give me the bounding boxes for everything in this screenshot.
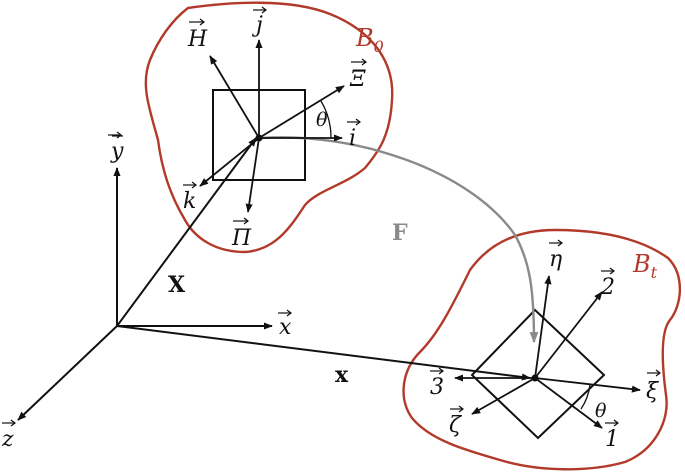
cur-basis-1	[534, 377, 603, 429]
reference-body-name: B0	[355, 24, 384, 56]
mapping-label-F: F	[392, 220, 408, 246]
ref-frame-Pi	[245, 137, 260, 213]
cur-frame-xi	[534, 377, 641, 393]
ref-label-Pi: Π	[231, 226, 252, 251]
reference-body-outline	[144, 1, 394, 254]
ref-angle-arc	[320, 100, 332, 139]
axis-label-z: z	[1, 427, 14, 452]
cur-basis-2	[534, 291, 603, 379]
current-body-name: Bt	[632, 250, 658, 282]
position-vector-X	[116, 137, 257, 327]
position-vector-x	[116, 325, 531, 381]
current-body-subscript: t	[651, 263, 658, 282]
ref-frame-Xi	[258, 85, 345, 139]
cur-label-theta: θ	[595, 400, 607, 422]
cur-label-eta: η	[549, 247, 562, 272]
ref-label-i: i	[349, 126, 356, 151]
current-material-element	[470, 308, 606, 440]
position-label-x: x	[335, 362, 349, 388]
reference-body-subscript: 0	[374, 37, 384, 56]
cur-material-point	[531, 374, 539, 382]
ref-label-H: H	[187, 27, 208, 52]
ref-label-j: j	[251, 13, 263, 38]
cur-frame-eta	[534, 275, 552, 379]
overarrow-marks	[2, 6, 661, 427]
global-z-axis	[17, 325, 118, 421]
current-body-letter: B	[632, 250, 651, 278]
ref-basis-k	[199, 137, 260, 187]
ref-frame-H	[209, 55, 260, 139]
ref-label-k: k	[183, 189, 196, 214]
cur-label-zeta: ζ	[449, 413, 463, 438]
ref-label-theta: θ	[316, 109, 328, 131]
cur-label-xi: ξ	[646, 379, 660, 404]
axis-label-x: x	[279, 315, 292, 340]
cur-frame-zeta	[471, 377, 536, 415]
axis-label-y: y	[110, 139, 124, 164]
current-body-outline	[402, 228, 681, 471]
cur-angle-arc	[580, 384, 591, 410]
position-label-X: X	[168, 272, 186, 298]
cur-label-3: 3	[430, 375, 444, 400]
reference-body-letter: B	[355, 24, 374, 52]
cur-label-2: 2	[600, 275, 615, 300]
ref-material-point	[255, 134, 263, 142]
ref-label-Xi: Ξ	[349, 67, 366, 92]
cur-label-1: 1	[605, 427, 619, 452]
